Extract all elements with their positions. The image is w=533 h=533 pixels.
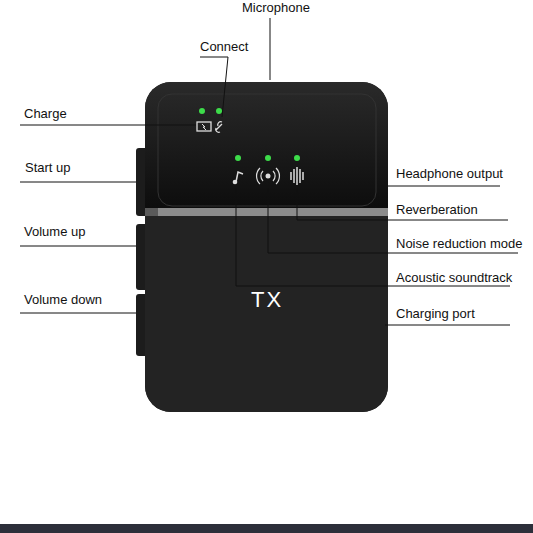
part-label: Reverberation: [396, 202, 478, 217]
device-marking: TX: [251, 288, 283, 312]
part-label: Start up: [25, 160, 71, 175]
part-label: Volume down: [24, 292, 102, 307]
part-label: Noise reduction mode: [396, 236, 522, 251]
part-label: Headphone output: [396, 166, 503, 181]
part-label: Microphone: [242, 0, 310, 15]
part-label: Charge: [24, 106, 67, 121]
part-label: Volume up: [24, 224, 85, 239]
part-label: Connect: [200, 39, 248, 54]
part-label: Charging port: [396, 306, 475, 321]
part-label: Acoustic soundtrack: [396, 270, 512, 285]
